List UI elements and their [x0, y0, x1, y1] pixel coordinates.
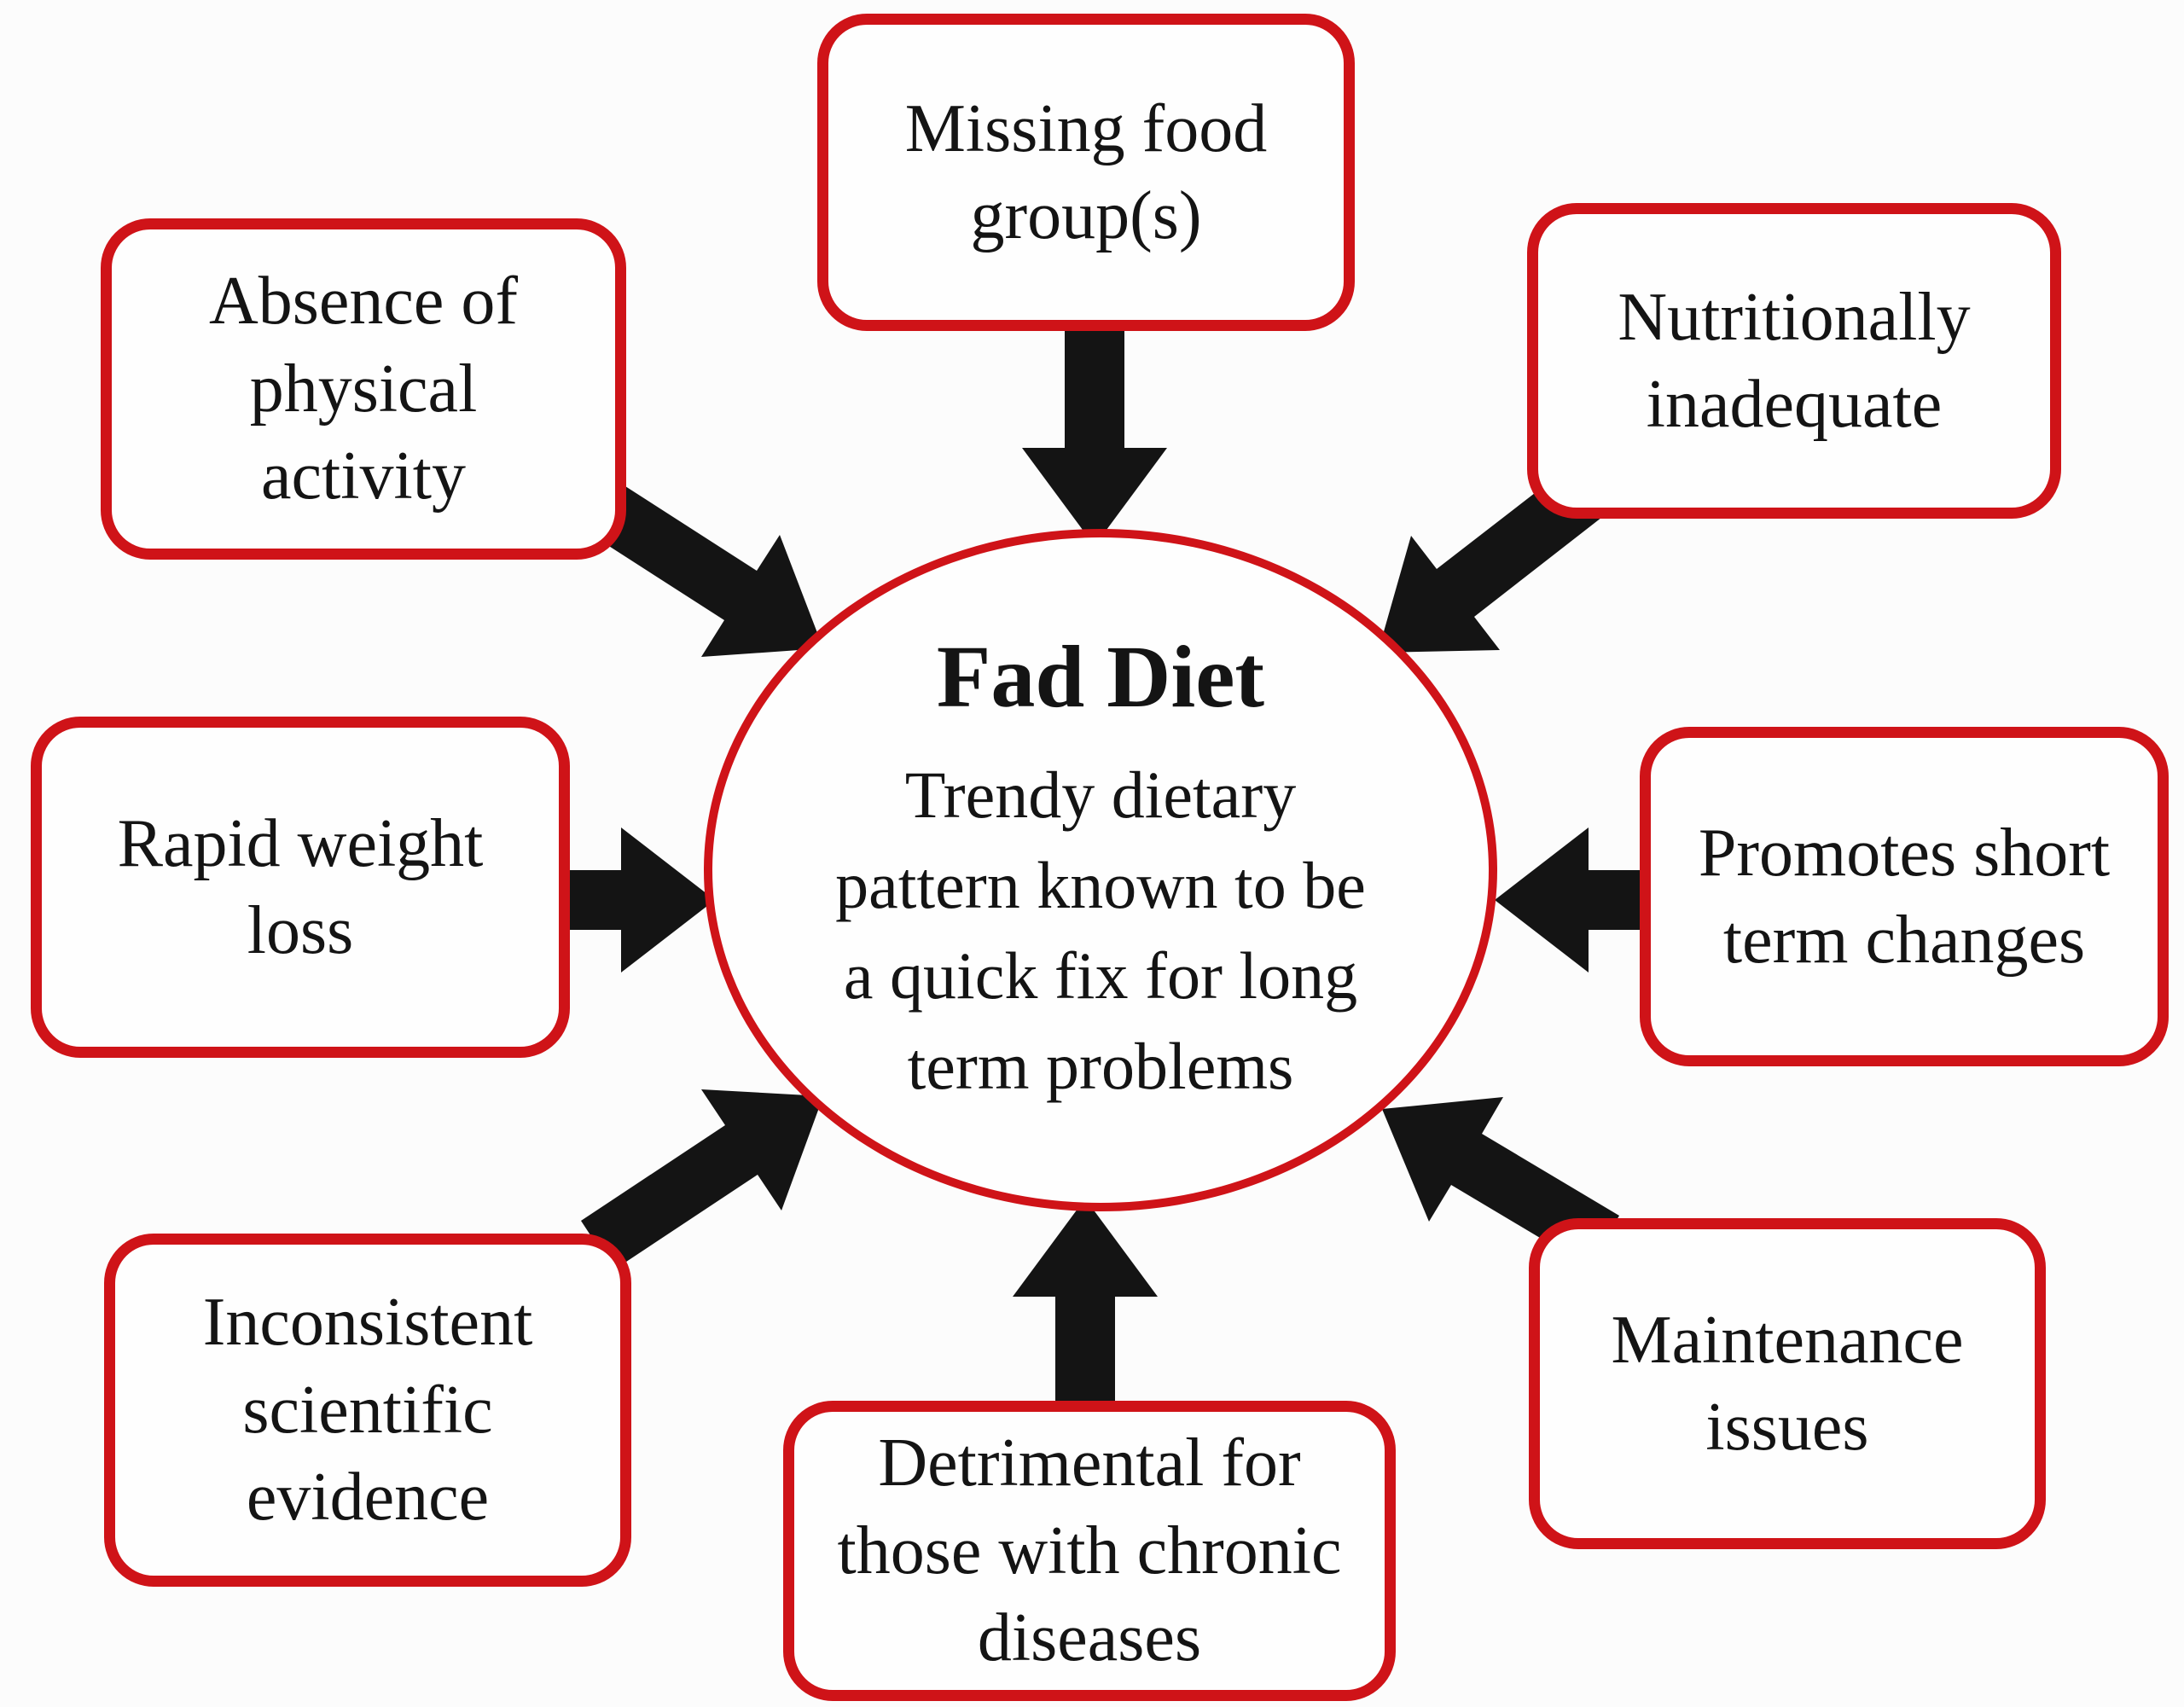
node-label: Absence of physical activity — [208, 264, 519, 514]
node-label: Detrimental for those with chronic disea… — [837, 1425, 1342, 1676]
arrow-promotes-short-term-to-center-icon — [1495, 827, 1647, 973]
node-label: Maintenance issues — [1611, 1302, 1964, 1465]
node-label: Nutritionally inadequate — [1618, 279, 1971, 442]
arrow-missing-food-to-center-icon — [1022, 328, 1167, 546]
node-nutritionally-inadequate: Nutritionally inadequate — [1527, 203, 2061, 519]
arrow-detrimental-chronic-to-center-icon — [1013, 1199, 1158, 1408]
node-rapid-weight-loss: Rapid weight loss — [31, 717, 570, 1058]
arrow-inconsistent-evidence-to-center-icon — [581, 1089, 823, 1270]
arrow-rapid-weight-loss-to-center-icon — [563, 827, 715, 973]
center-node-title: Fad Diet — [936, 627, 1265, 726]
arrow-absence-physical-to-center-icon — [581, 479, 823, 657]
node-detrimental-chronic-diseases: Detrimental for those with chronic disea… — [783, 1401, 1396, 1701]
node-missing-food-groups: Missing food group(s) — [817, 14, 1355, 331]
node-label: Missing food group(s) — [904, 90, 1268, 253]
node-promotes-short-term-changes: Promotes short term changes — [1640, 727, 2169, 1066]
arrow-nutritionally-inadequate-to-center-icon — [1378, 467, 1606, 653]
node-inconsistent-scientific-evidence: Inconsistent scientific evidence — [104, 1234, 631, 1587]
center-node-fad-diet: Fad Diet Trendy dietary pattern known to… — [704, 529, 1497, 1211]
node-label: Inconsistent scientific evidence — [202, 1285, 533, 1536]
node-label: Promotes short term changes — [1698, 815, 2111, 978]
node-label: Rapid weight loss — [117, 805, 484, 968]
node-maintenance-issues: Maintenance issues — [1529, 1218, 2046, 1549]
node-absence-of-physical-activity: Absence of physical activity — [101, 218, 626, 560]
center-node-description: Trendy dietary pattern known to be a qui… — [835, 758, 1366, 1104]
